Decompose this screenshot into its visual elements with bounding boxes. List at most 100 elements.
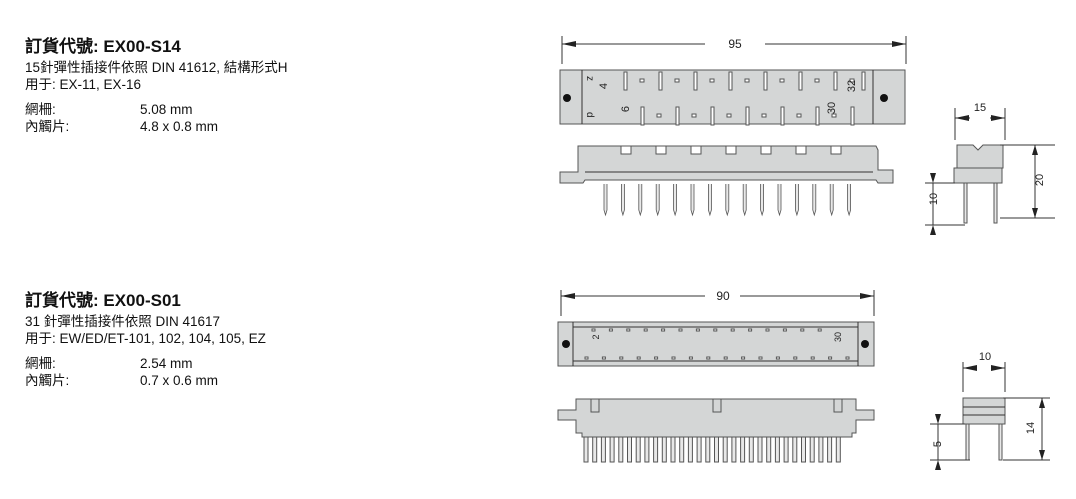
spec-value: 2.54 mm: [140, 356, 193, 371]
dimension-label-pin-length: 5: [932, 441, 944, 447]
connector-side-view: [559, 145, 894, 184]
arrowhead: [935, 414, 941, 424]
contact-slot: [675, 106, 680, 126]
contact-pin: [795, 184, 799, 217]
product-ex00-s01: 訂貨代號: EX00-S01 31 針彈性插接件依照 DIN 41617 用于:…: [25, 291, 266, 389]
spec-label: 網柵:: [25, 356, 56, 371]
connector-end-base: [953, 167, 1003, 184]
spec-row-contact: 內觸片:0.7 x 0.6 mm: [25, 372, 266, 389]
contact-pad: [688, 356, 693, 360]
dimension-label-side-width: 15: [974, 102, 986, 114]
contact-pin: [673, 184, 677, 217]
spec-value: 5.08 mm: [140, 102, 193, 117]
order-code-title: 訂貨代號: EX00-S01: [25, 291, 181, 310]
pin-label-30: 30: [826, 102, 838, 114]
contact-pad: [643, 328, 648, 332]
contact-pin: [998, 423, 1003, 461]
contact-pad: [671, 356, 676, 360]
arrowhead: [1039, 450, 1045, 460]
contact-pin: [993, 182, 998, 224]
contact-pad: [626, 328, 631, 332]
spec-row-grid: 網柵:5.08 mm: [25, 101, 288, 118]
arrowhead: [1032, 145, 1038, 155]
arrowhead: [935, 460, 941, 470]
contact-pin: [965, 423, 970, 461]
contact-pad: [691, 113, 697, 118]
dimension-label-width: 90: [716, 289, 730, 303]
contact-pin: [714, 436, 719, 463]
contact-slot: [833, 71, 838, 91]
mounting-hole: [861, 340, 869, 348]
contact-pad: [775, 356, 780, 360]
contact-pad: [709, 78, 715, 83]
contact-pad: [741, 356, 746, 360]
arrowhead: [860, 293, 874, 299]
contact-pin: [783, 436, 789, 463]
contact-pin: [740, 436, 746, 463]
contact-pin: [774, 436, 780, 463]
mounting-hole: [563, 94, 571, 102]
contact-pin: [835, 436, 841, 463]
contact-pin: [696, 436, 702, 463]
contact-pad: [831, 113, 837, 118]
contact-pin: [592, 436, 598, 463]
spec-row-grid: 網柵: 2.54 mm: [25, 355, 266, 372]
pin-label-32: 32: [846, 80, 858, 92]
contact-pin: [792, 436, 798, 463]
contact-pin: [708, 184, 712, 217]
contact-slot: [850, 106, 855, 126]
latch-notch: [590, 398, 600, 413]
pin-label-6: 6: [620, 106, 632, 112]
contact-pin: [847, 184, 851, 217]
contact-pin: [705, 436, 711, 463]
contact-pin: [627, 436, 632, 463]
contact-pad: [810, 356, 815, 360]
row-label-z: z: [584, 76, 595, 81]
connector-side-view: [557, 398, 875, 438]
contact-pad: [845, 356, 850, 360]
contact-pin: [653, 436, 659, 463]
contact-pin: [722, 436, 728, 463]
contact-pad: [828, 356, 833, 360]
dimension-label-pin-length: 10: [928, 193, 940, 205]
contact-pin: [829, 184, 834, 217]
arrowhead: [1039, 398, 1045, 408]
description: 31 針彈性插接件依照 DIN 41617: [25, 314, 221, 329]
dimension-label-width: 95: [728, 37, 742, 51]
contact-pad: [636, 356, 641, 360]
dimension-label-height: 14: [1025, 422, 1037, 434]
contact-slot: [815, 106, 820, 126]
arrowhead: [963, 365, 977, 371]
latch-notch: [712, 398, 722, 413]
arrowhead: [930, 173, 936, 183]
contact-pin: [963, 182, 968, 224]
contact-pin: [801, 436, 806, 463]
contact-pad: [761, 113, 767, 118]
contact-pad: [674, 78, 680, 83]
contact-pad: [744, 78, 750, 83]
contact-slot: [623, 71, 628, 91]
arrowhead: [562, 41, 576, 47]
contact-pad: [661, 328, 666, 332]
arrowhead: [991, 115, 1005, 121]
arrowhead: [955, 115, 969, 121]
contact-pin: [635, 436, 641, 463]
contact-slot: [763, 71, 768, 91]
contact-pad: [726, 113, 732, 118]
spec-value: 4.8 x 0.8 mm: [140, 119, 219, 134]
contact-pin: [603, 184, 608, 217]
latch-notch: [725, 145, 737, 155]
contact-pin: [670, 436, 676, 463]
contact-pad: [695, 328, 700, 332]
contact-pin: [818, 436, 824, 463]
description: 15針彈性插接件依照 DIN 41612, 結構形式H: [25, 60, 288, 75]
drawing-shapes: [557, 36, 1055, 470]
latch-notch: [833, 398, 843, 413]
dimension-label-height: 20: [1034, 174, 1046, 186]
contact-pad: [639, 78, 645, 83]
contact-pin: [638, 184, 643, 217]
contact-pin: [766, 436, 772, 463]
mounting-hole: [562, 340, 570, 348]
contact-slot: [798, 71, 803, 91]
contact-pin: [757, 436, 763, 463]
